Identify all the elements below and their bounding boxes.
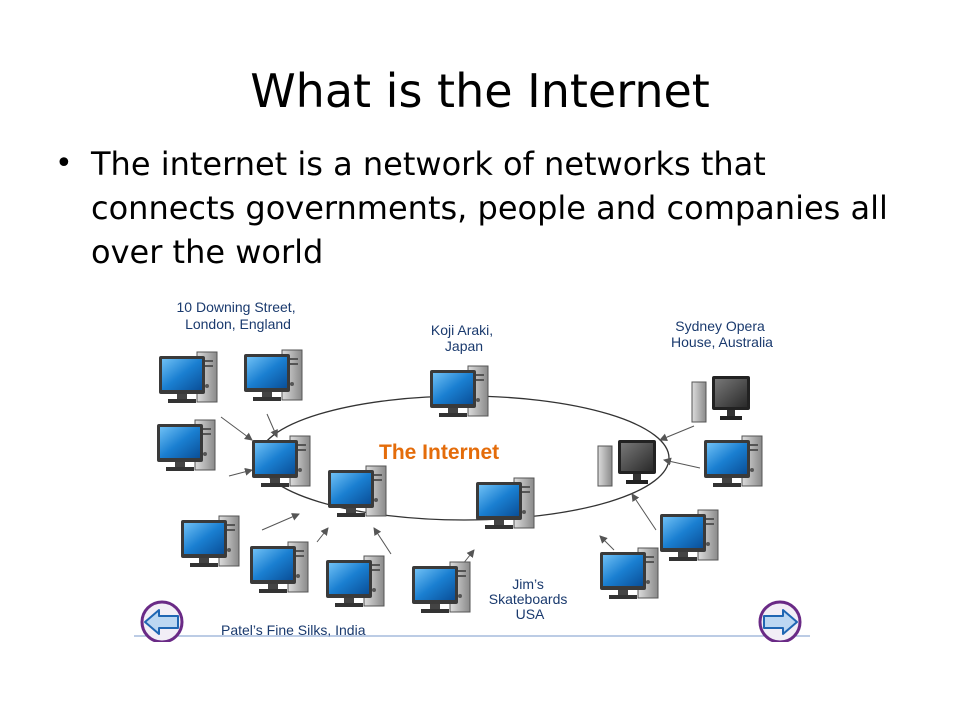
computer-icon [325,555,385,608]
computer-icon [599,547,659,600]
computer-icon [180,515,240,568]
computer-icon [327,465,387,518]
slide-title: What is the Internet [250,64,710,118]
label-koji-araki: Koji Araki, Japan [431,322,497,354]
computer-icon [659,509,719,562]
nav-forward-button[interactable] [758,600,802,642]
bullet-text: The internet is a network of networks th… [91,145,888,271]
label-sydney-opera: Sydney Opera House, Australia [671,318,773,350]
computer-icon [411,561,471,614]
computer-icon [156,419,216,472]
computer-icon [703,435,763,488]
bullet-dot: • [55,146,73,181]
label-patels-fine-silks: Patel’s Fine Silks, India [221,622,366,638]
computer-icon [243,349,303,402]
internet-diagram: 10 Downing Street, London, England Koji … [134,299,810,642]
computer-icon [429,365,489,418]
computer-icon [475,477,535,530]
computer-icon [251,435,311,488]
label-jims-skateboards: Jim’s Skateboards USA [489,576,572,622]
computer-icon [691,375,751,423]
arrow-right-icon [763,609,798,635]
arrow-left-icon [144,609,179,635]
computer-icon [249,541,309,594]
computer-icon [597,439,657,487]
label-downing-street: 10 Downing Street, London, England [177,299,300,332]
computer-icon [158,351,218,404]
label-the-internet: The Internet [379,441,499,464]
nav-back-button[interactable] [140,600,184,642]
